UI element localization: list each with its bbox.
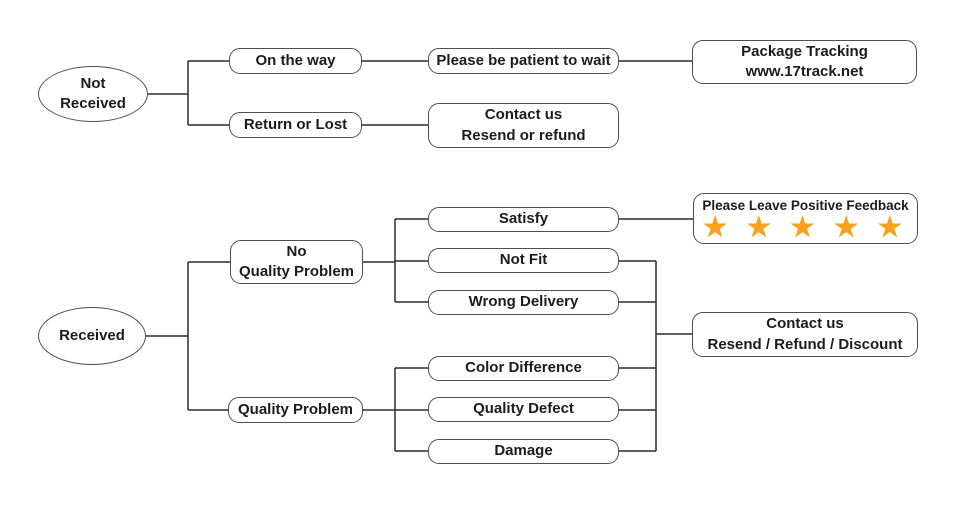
positive-feedback-label: Please Leave Positive Feedback [702, 197, 909, 213]
flow-node-quality-defect: Quality Defect [428, 397, 619, 422]
flow-node-quality-problem: Quality Problem [228, 397, 363, 423]
flow-node-satisfy: Satisfy [428, 207, 619, 232]
flow-node-please-be-patient: Please be patient to wait [428, 48, 619, 74]
flow-node-contact-resend-refund-discount: Contact us Resend / Refund / Discount [692, 312, 918, 357]
flow-node-return-or-lost: Return or Lost [229, 112, 362, 138]
flow-start-not-received: Not Received [38, 66, 148, 122]
flow-node-not-fit: Not Fit [428, 248, 619, 273]
flow-node-contact-resend-refund: Contact us Resend or refund [428, 103, 619, 148]
flow-node-no-quality-problem: No Quality Problem [230, 240, 363, 284]
flow-node-wrong-delivery: Wrong Delivery [428, 290, 619, 315]
flow-node-color-difference: Color Difference [428, 356, 619, 381]
star-icons: ★ ★ ★ ★ ★ [702, 212, 909, 243]
flow-node-damage: Damage [428, 439, 619, 464]
flow-node-on-the-way: On the way [229, 48, 362, 74]
flow-start-received: Received [38, 307, 146, 365]
flow-node-package-tracking: Package Tracking www.17track.net [692, 40, 917, 84]
flow-node-positive-feedback: Please Leave Positive Feedback ★ ★ ★ ★ ★ [693, 193, 918, 244]
